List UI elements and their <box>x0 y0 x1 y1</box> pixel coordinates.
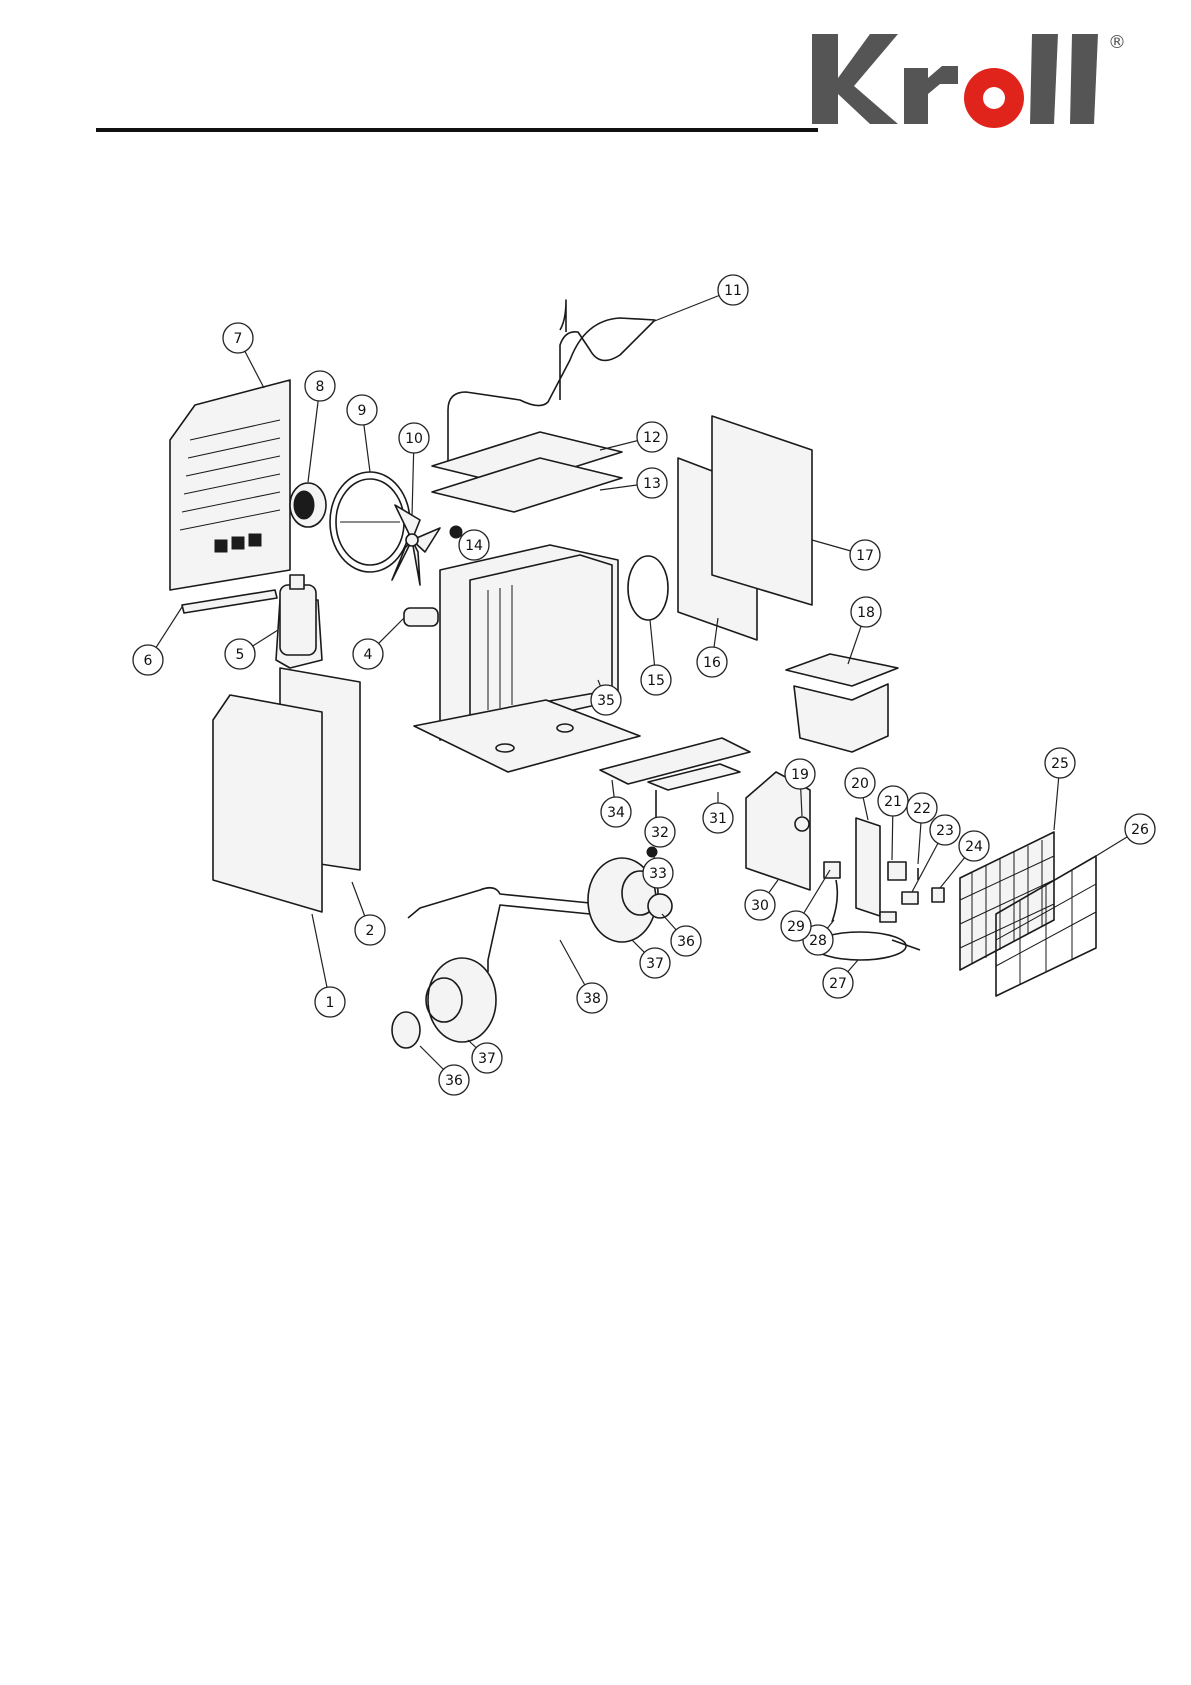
callout-36: 36 <box>420 1046 469 1095</box>
callout-number: 14 <box>465 538 483 554</box>
callout-31: 31 <box>703 792 733 833</box>
callout-number: 37 <box>646 956 664 972</box>
callout-34: 34 <box>601 780 631 827</box>
callout-27: 27 <box>823 960 858 998</box>
part-hub-cap-front <box>392 1012 420 1048</box>
callout-number: 13 <box>643 476 661 492</box>
callout-number: 15 <box>647 673 665 689</box>
callout-number: 37 <box>478 1051 496 1067</box>
part-rear-frame <box>712 416 812 605</box>
part-fan-ring <box>330 472 410 572</box>
callout-36: 36 <box>662 914 701 956</box>
callout-8: 8 <box>305 371 335 482</box>
part-hub-cap-rear <box>648 894 672 918</box>
part-label-plate <box>888 862 906 880</box>
callout-number: 33 <box>649 866 667 882</box>
callout-number: 27 <box>829 976 847 992</box>
callout-number: 17 <box>856 548 874 564</box>
callout-37: 37 <box>632 940 670 978</box>
part-knob <box>795 817 809 831</box>
part-foot <box>450 526 462 538</box>
callout-number: 6 <box>144 653 153 669</box>
callout-33: 33 <box>643 857 673 888</box>
callout-9: 9 <box>347 395 377 472</box>
callout-20: 20 <box>845 768 875 820</box>
callout-21: 21 <box>878 786 908 860</box>
callout-number: 22 <box>913 801 931 817</box>
callout-6: 6 <box>133 607 182 675</box>
callout-number: 35 <box>597 693 615 709</box>
callout-number: 21 <box>884 794 902 810</box>
part-switch <box>902 892 918 904</box>
part-chassis <box>414 545 640 772</box>
callout-number: 20 <box>851 776 869 792</box>
part-fan-motor <box>290 483 326 527</box>
callout-number: 38 <box>583 991 601 1007</box>
callout-5: 5 <box>225 630 278 669</box>
callout-17: 17 <box>812 540 880 570</box>
callout-1: 1 <box>312 914 345 1017</box>
callout-number: 18 <box>857 605 875 621</box>
callout-number: 10 <box>405 431 423 447</box>
callout-37: 37 <box>468 1040 502 1073</box>
part-control-panel <box>856 818 880 916</box>
callout-14: 14 <box>459 530 489 560</box>
callout-number: 26 <box>1131 822 1149 838</box>
callout-11: 11 <box>652 275 748 322</box>
callout-38: 38 <box>560 940 607 1013</box>
callout-number: 9 <box>358 403 367 419</box>
callout-number: 23 <box>936 823 954 839</box>
callout-number: 25 <box>1051 756 1069 772</box>
callout-15: 15 <box>641 620 671 695</box>
callout-10: 10 <box>399 423 429 516</box>
part-ring-clamp <box>628 556 668 620</box>
part-wheel-front <box>426 958 496 1042</box>
callout-18: 18 <box>848 597 881 664</box>
callout-number: 4 <box>364 647 373 663</box>
callout-32: 32 <box>645 817 675 847</box>
callout-number: 32 <box>651 825 669 841</box>
callout-2: 2 <box>352 882 385 945</box>
callout-number: 12 <box>643 430 661 446</box>
callout-number: 7 <box>234 331 243 347</box>
callout-number: 29 <box>787 919 805 935</box>
callout-number: 24 <box>965 839 983 855</box>
callout-number: 28 <box>809 933 827 949</box>
part-strip <box>182 590 277 613</box>
callout-number: 36 <box>445 1073 463 1089</box>
part-wire <box>832 880 837 922</box>
part-front-louvre-panel <box>170 380 290 590</box>
part-grommet <box>647 847 657 857</box>
callout-number: 34 <box>607 805 625 821</box>
callout-number: 30 <box>751 898 769 914</box>
callout-7: 7 <box>223 323 264 388</box>
part-compressor <box>276 575 322 668</box>
callout-26: 26 <box>1096 814 1155 856</box>
callout-number: 1 <box>326 995 335 1011</box>
callout-number: 8 <box>316 379 325 395</box>
callout-30: 30 <box>745 880 778 920</box>
part-side-panel <box>213 695 322 912</box>
callout-12: 12 <box>600 422 667 452</box>
part-water-tank <box>786 654 898 752</box>
part-plug <box>932 888 944 902</box>
callout-25: 25 <box>1045 748 1075 830</box>
callout-number: 11 <box>724 283 742 299</box>
callout-number: 19 <box>791 767 809 783</box>
callout-number: 36 <box>677 934 695 950</box>
callout-number: 31 <box>709 811 727 827</box>
callout-4: 4 <box>353 618 404 669</box>
part-capacitor <box>404 608 438 626</box>
callout-number: 16 <box>703 655 721 671</box>
callout-number: 5 <box>236 647 245 663</box>
callout-13: 13 <box>600 468 667 498</box>
callout-number: 2 <box>366 923 375 939</box>
